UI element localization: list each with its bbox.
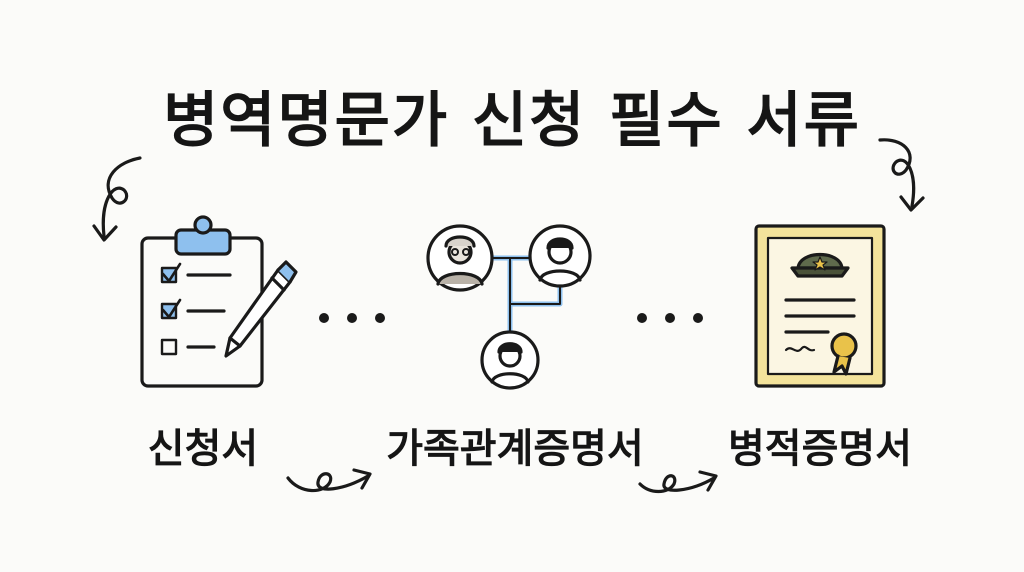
document-label-military-record: 병적증명서 [728, 426, 912, 472]
military-certificate-icon [754, 224, 886, 388]
separator-dots [319, 313, 385, 323]
page-title: 병역명문가 신청 필수 서류 [163, 86, 861, 156]
curly-arrow-bottom-2-icon [638, 470, 718, 494]
document-label-family-relation: 가족관계증명서 [386, 426, 644, 472]
family-tree-icon [426, 224, 592, 390]
curly-arrow-bottom-1-icon [286, 468, 372, 493]
separator-dots [637, 313, 703, 323]
clipboard-checklist-icon [140, 215, 264, 388]
pen-icon [224, 260, 298, 358]
curly-arrow-top-left-icon [92, 156, 142, 242]
document-label-application: 신청서 [147, 426, 259, 472]
curly-arrow-top-right-icon [878, 138, 925, 212]
